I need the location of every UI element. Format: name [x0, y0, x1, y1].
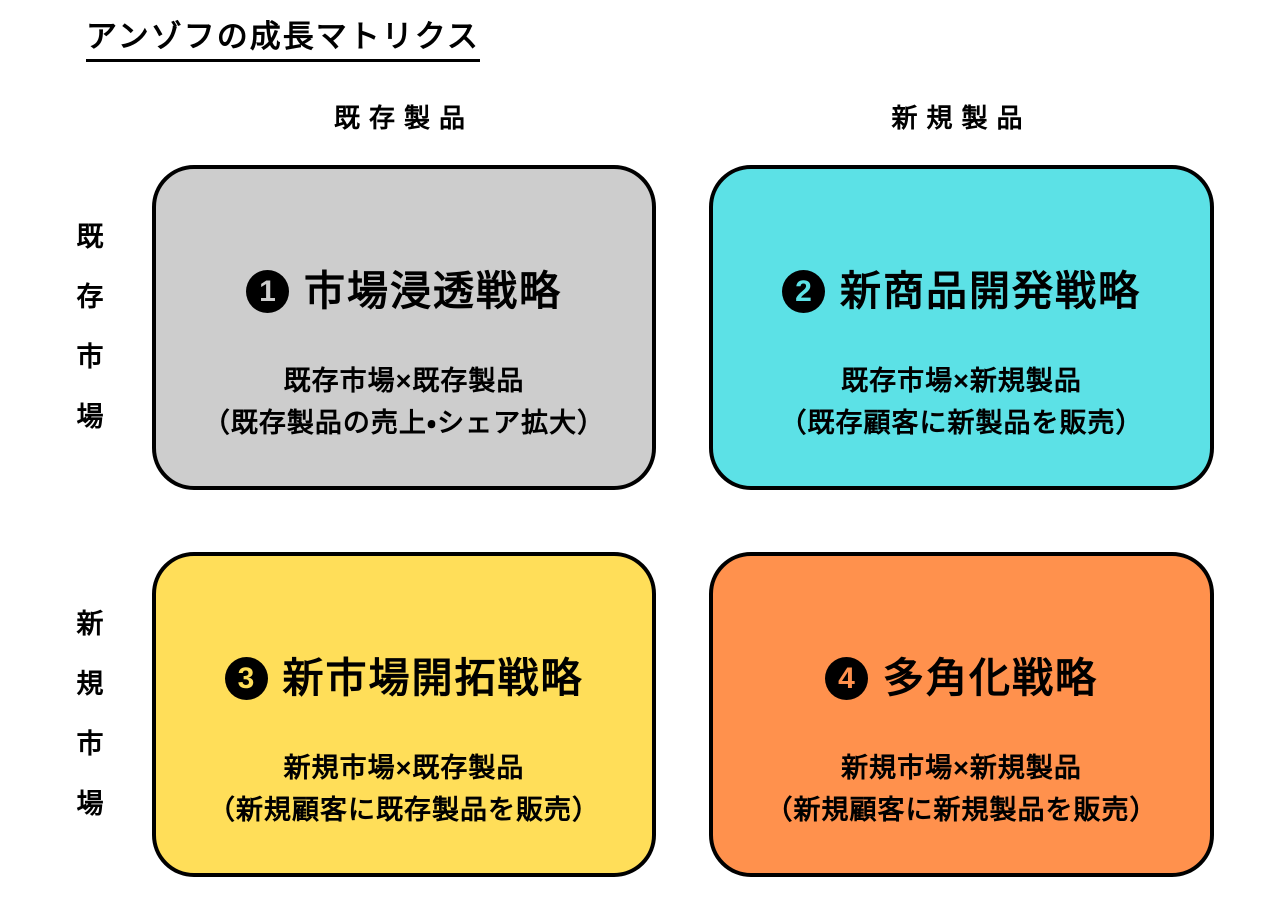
quadrant-diversification: 4 多角化戦略 新規市場×新規製品 （新規顧客に新規製品を販売）: [709, 552, 1214, 877]
quadrant-details: 既存市場×新規製品 （既存顧客に新製品を販売）: [780, 360, 1144, 444]
quadrant-details: 既存市場×既存製品 （既存製品の売上・シェア拡大）: [203, 360, 605, 444]
quadrant-description: （既存製品の売上・シェア拡大）: [202, 408, 606, 439]
quadrant-heading: 2 新商品開発戦略: [782, 268, 1141, 314]
column-header-existing-products: 既存製品: [333, 103, 474, 133]
quadrant-new-product-development: 2 新商品開発戦略 既存市場×新規製品 （既存顧客に新製品を販売）: [709, 165, 1214, 490]
row-label-new-market: 新規市場: [76, 609, 104, 819]
quadrant-title: 新商品開発戦略: [840, 268, 1141, 314]
quadrant-formula: 既存市場×新規製品: [841, 366, 1082, 397]
row-label-existing-market: 既存市場: [76, 222, 104, 432]
page-title: アンゾフの成長マトリクス: [86, 19, 480, 63]
quadrant-heading: 1 市場浸透戦略: [246, 268, 562, 314]
quadrant-formula: 新規市場×既存製品: [283, 753, 525, 784]
quadrant-details: 新規市場×既存製品 （新規顧客に既存製品を販売）: [208, 747, 600, 831]
number-badge-4: 4: [825, 657, 868, 701]
quadrant-heading: 3 新市場開拓戦略: [224, 655, 584, 701]
quadrant-description: （新規顧客に新規製品を販売）: [765, 795, 1158, 826]
number-badge-2: 2: [782, 270, 825, 314]
quadrant-title: 新市場開拓戦略: [282, 655, 584, 701]
column-header-new-products: 新規製品: [891, 103, 1032, 133]
quadrant-heading: 4 多角化戦略: [825, 655, 1098, 701]
quadrant-description: （新規顧客に既存製品を販売）: [208, 795, 600, 826]
number-badge-1: 1: [246, 270, 289, 314]
quadrant-market-penetration: 1 市場浸透戦略 既存市場×既存製品 （既存製品の売上・シェア拡大）: [152, 165, 656, 490]
quadrant-details: 新規市場×新規製品 （新規顧客に新規製品を販売）: [766, 747, 1158, 831]
quadrant-title: 多角化戦略: [883, 655, 1098, 701]
number-badge-3: 3: [224, 657, 268, 701]
quadrant-formula: 新規市場×新規製品: [841, 753, 1082, 784]
quadrant-title: 市場浸透戦略: [304, 268, 562, 314]
quadrant-description: （既存顧客に新製品を販売）: [779, 408, 1144, 439]
quadrant-formula: 既存市場×既存製品: [283, 366, 525, 397]
quadrant-new-market-development: 3 新市場開拓戦略 新規市場×既存製品 （新規顧客に既存製品を販売）: [152, 552, 656, 877]
